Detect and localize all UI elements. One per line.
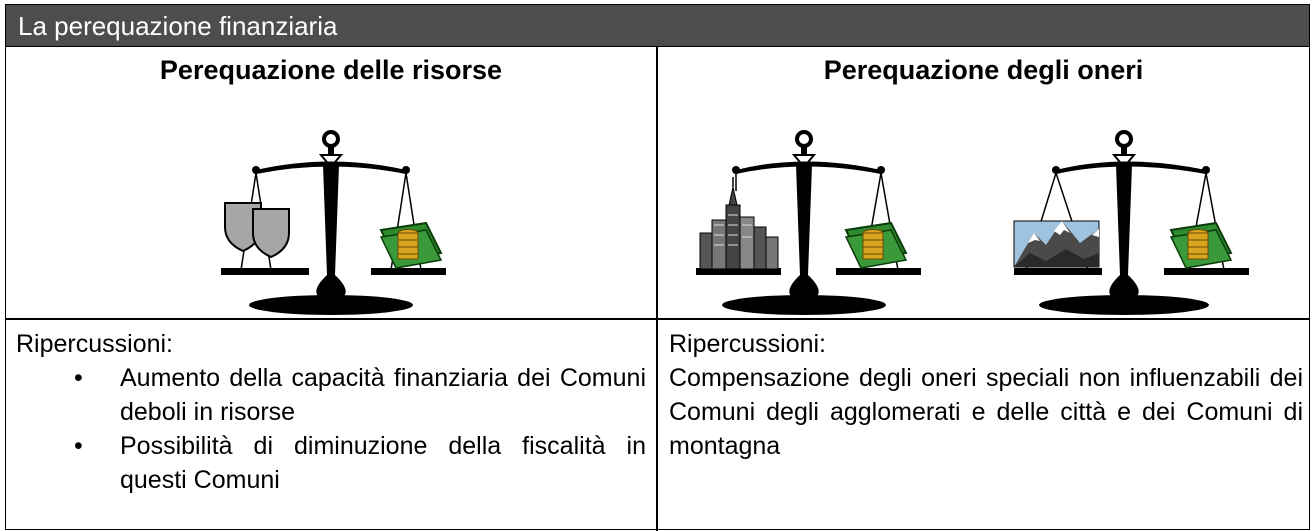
scale-city-money-icon	[696, 130, 921, 315]
effects-label: Ripercussioni:	[16, 330, 174, 358]
list-item: •Possibilità di diminuzione della fiscal…	[74, 432, 646, 494]
table-title: La perequazione finanziaria	[6, 5, 1309, 47]
effects-resources: Ripercussioni: •Aumento della capacità f…	[16, 327, 646, 497]
effects-label: Ripercussioni:	[669, 330, 827, 358]
scale-base	[249, 130, 413, 315]
money-stack-icon	[1169, 221, 1233, 269]
mountains-icon	[1013, 220, 1100, 268]
column-title-burdens: Perequazione degli oneri	[823, 55, 1144, 85]
effects-burdens: Ripercussioni: Compensazione degli oneri…	[669, 327, 1303, 463]
table-frame: La perequazione finanziaria Perequazione…	[5, 4, 1310, 531]
city-icon	[699, 177, 779, 270]
money-stack-icon	[379, 221, 443, 269]
column-divider	[656, 47, 658, 531]
scale-mountains-money-icon	[1013, 130, 1249, 315]
scale-shields-money-icon	[221, 130, 446, 315]
effects-list: •Aumento della capacità finanziaria dei …	[16, 361, 646, 497]
left-pan	[221, 172, 309, 275]
list-item: •Aumento della capacità finanziaria dei …	[74, 364, 646, 426]
effects-description: Compensazione degli oneri speciali non i…	[669, 364, 1303, 460]
row-divider	[6, 318, 1309, 320]
shield-icon	[252, 208, 290, 259]
money-stack-icon	[844, 221, 908, 269]
right-pan	[371, 172, 446, 275]
column-title-resources: Perequazione delle risorse	[159, 55, 503, 85]
